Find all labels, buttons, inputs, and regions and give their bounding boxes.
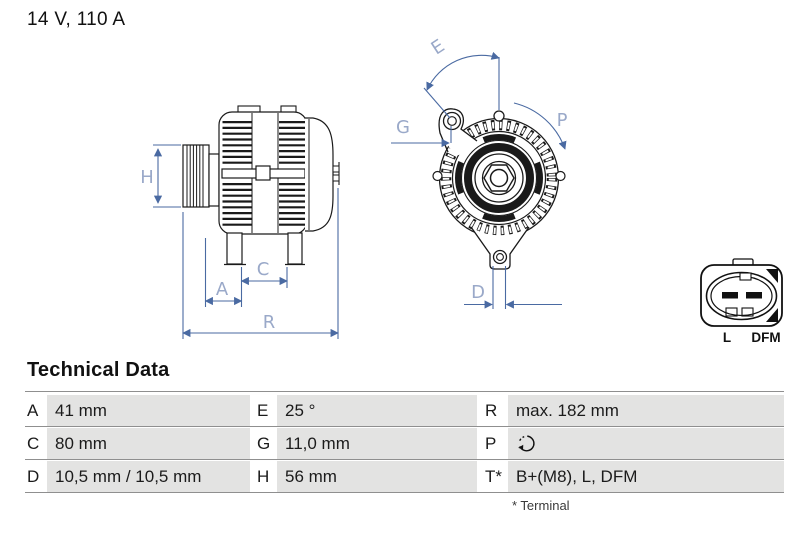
dim-label-D: D [471, 282, 485, 303]
terminal-footnote: * Terminal [512, 498, 570, 513]
dim-key: G [250, 428, 277, 459]
dim-label-H: H [140, 167, 154, 188]
dim-label-G: G [396, 117, 410, 138]
connector-pin-DFM [746, 292, 762, 299]
section-heading: Technical Data [27, 359, 170, 381]
alternator-front-view [432, 108, 566, 270]
connector-pin-L [722, 292, 738, 299]
clockwise-rotation-icon [518, 435, 535, 452]
dim-label-C: C [257, 259, 270, 280]
dim-key: E [250, 395, 277, 426]
dim-value: max. 182 mm [508, 395, 784, 426]
dim-label-E: E [428, 35, 449, 59]
dim-label-R: R [263, 312, 276, 333]
connector-pinout-icon: L DFM [700, 258, 783, 345]
dim-value-rotation [508, 428, 784, 459]
table-row: A 41 mm E 25 ° R max. 182 mm [25, 395, 784, 427]
dim-value: 41 mm [47, 395, 250, 426]
dim-key: C [25, 428, 47, 459]
technical-data-section: Technical Data A 41 mm E 25 ° R max. 182… [25, 359, 784, 513]
connector-label-L: L [723, 330, 731, 345]
dim-key: D [25, 461, 47, 492]
dim-value: B+(M8), L, DFM [508, 461, 784, 492]
technical-data-table: A 41 mm E 25 ° R max. 182 mm C 80 mm G 1… [25, 391, 784, 493]
spec-title: 14 V, 110 A [27, 9, 126, 30]
dim-value: 56 mm [277, 461, 477, 492]
dim-key: R [477, 395, 508, 426]
alternator-diagram: H A C R [140, 35, 783, 345]
connector-label-DFM: DFM [751, 330, 780, 345]
dim-label-P: P [557, 110, 568, 131]
dim-key: A [25, 395, 47, 426]
dim-key: P [477, 428, 508, 459]
connector-key-chamfer-top [766, 269, 778, 283]
side-view-dimensions: H A C R [140, 144, 339, 339]
dim-key: H [250, 461, 277, 492]
alternator-side-view [182, 105, 340, 266]
table-row: D 10,5 mm / 10,5 mm H 56 mm T* B+(M8), L… [25, 461, 784, 493]
dim-key: T* [477, 461, 508, 492]
dim-label-A: A [216, 279, 229, 300]
table-row: C 80 mm G 11,0 mm P [25, 428, 784, 460]
connector-key-chamfer-bottom [766, 308, 778, 322]
dim-value: 11,0 mm [277, 428, 477, 459]
dim-value: 10,5 mm / 10,5 mm [47, 461, 250, 492]
dim-value: 25 ° [277, 395, 477, 426]
dim-value: 80 mm [47, 428, 250, 459]
